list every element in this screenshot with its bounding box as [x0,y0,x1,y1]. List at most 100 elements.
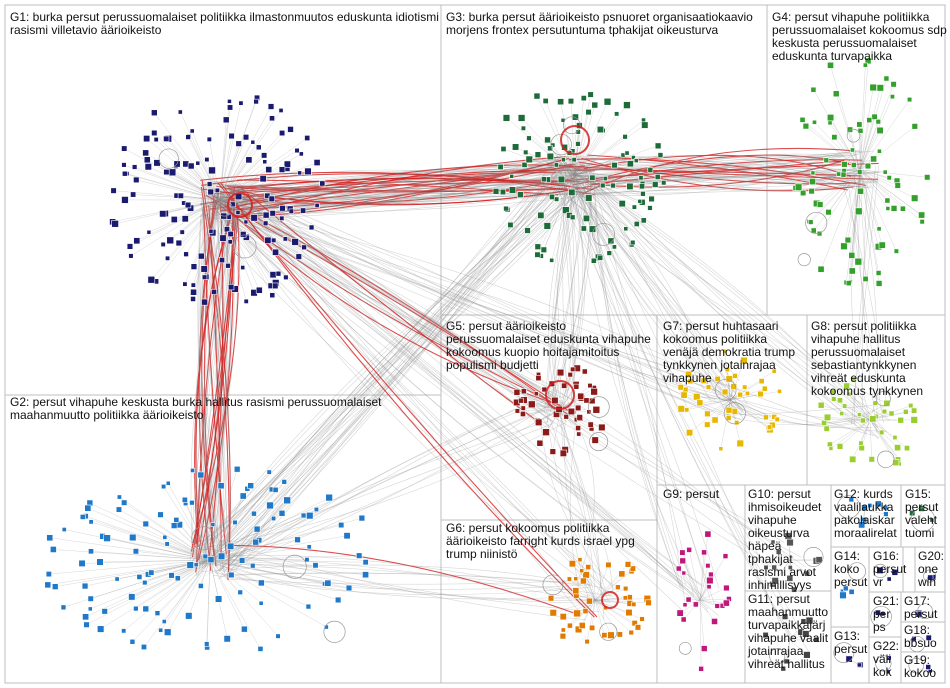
spoke-306 [500,166,576,176]
spoke-281 [543,174,576,250]
edge-147 [196,183,588,552]
spoke-621 [869,419,900,460]
spoke-282 [550,156,576,176]
edge-50 [200,171,595,196]
node-g2-245 [121,499,128,506]
node-g2-193 [356,552,363,559]
spoke-107 [184,199,221,285]
node-g2-196 [88,519,94,525]
node-g3-336 [553,162,559,168]
spoke-698 [864,507,886,511]
node-g2-219 [157,511,164,518]
spoke-300 [524,164,576,176]
node-g1-98 [269,271,277,279]
node-g2-248 [165,480,171,486]
spoke-631 [869,419,899,460]
group-label-g5: G5: persut äärioikeisto perussuomalaiset… [446,319,651,372]
node-g8-638 [892,459,900,467]
node-g8-644 [858,440,864,446]
spoke-249 [209,495,244,561]
node-g3-357 [503,205,509,212]
node-g3-278 [623,226,629,232]
spoke-42 [212,199,221,233]
spoke-441 [859,169,890,178]
node-g3-348 [568,188,576,196]
spoke-88 [185,199,221,219]
node-g6-555 [628,629,634,636]
spoke-425 [859,169,883,246]
node-g4-440 [845,280,852,287]
spoke-520 [594,588,626,601]
node-g4-425 [878,241,886,249]
node-g6-520 [623,585,629,592]
spoke-666 [699,599,727,604]
node-g2-192 [61,527,67,532]
spoke-385 [859,126,915,171]
spoke-13 [219,163,288,201]
node-g5-501 [513,388,521,396]
node-g6-515 [631,620,638,627]
node-g4-444 [890,81,897,88]
spoke-570 [707,399,731,415]
core-loop-1 [560,125,590,155]
spoke-326 [574,174,587,219]
spoke-404 [859,169,880,229]
spoke-167 [164,559,211,622]
spoke-408 [859,169,921,215]
node-g1-121 [131,164,138,170]
node-g9-645 [723,584,730,592]
edge-306 [578,161,727,414]
node-g4-428 [841,161,848,168]
spoke-509 [559,374,571,411]
node-g5-495 [536,439,544,447]
edge-239 [232,181,848,187]
spoke-430 [859,169,898,186]
spoke-158 [102,536,211,561]
node-g2-265 [281,479,287,485]
node-g1-142 [262,159,268,165]
spoke-225 [135,559,211,609]
edge-41 [200,164,595,211]
spoke-255 [209,559,328,584]
node-g3-330 [542,97,549,104]
spoke-322 [574,174,632,245]
node-g3-344 [509,173,515,179]
spoke-197 [85,559,211,618]
spoke-250 [184,499,211,561]
node-g4-427 [875,119,881,125]
spoke-389 [828,169,861,213]
node-g3-293 [610,182,616,189]
node-g13-703 [856,662,862,668]
node-g2-197 [82,613,90,621]
node-g1-35 [262,211,270,219]
spoke-319 [574,174,603,186]
node-g4-415 [875,280,883,287]
node-g6-543 [618,570,626,578]
self-loop-g14-0 [847,562,866,581]
spoke-602 [729,399,770,428]
spoke-390 [858,169,861,262]
spoke-198 [132,537,211,561]
node-g2-233 [87,606,93,612]
node-g2-150 [214,595,223,603]
edge-245 [556,194,569,391]
node-g8-632 [839,411,845,416]
node-g1-48 [200,265,208,273]
node-g5-487 [520,405,526,411]
spoke-516 [594,599,605,636]
node-g3-335 [534,151,542,158]
node-g6-550 [568,560,576,568]
node-g2-268 [362,559,369,566]
node-g2-218 [79,514,86,520]
node-g3-306 [497,163,504,170]
node-g1-129 [201,274,208,280]
node-g6-540 [559,632,567,640]
node-g15-710 [929,517,935,523]
node-g5-482 [533,391,539,397]
node-g8-634 [821,419,828,426]
spoke-352 [574,174,610,254]
spoke-257 [132,559,211,642]
node-g2-260 [312,562,319,569]
node-g9-662 [680,616,687,623]
spoke-422 [859,65,866,171]
